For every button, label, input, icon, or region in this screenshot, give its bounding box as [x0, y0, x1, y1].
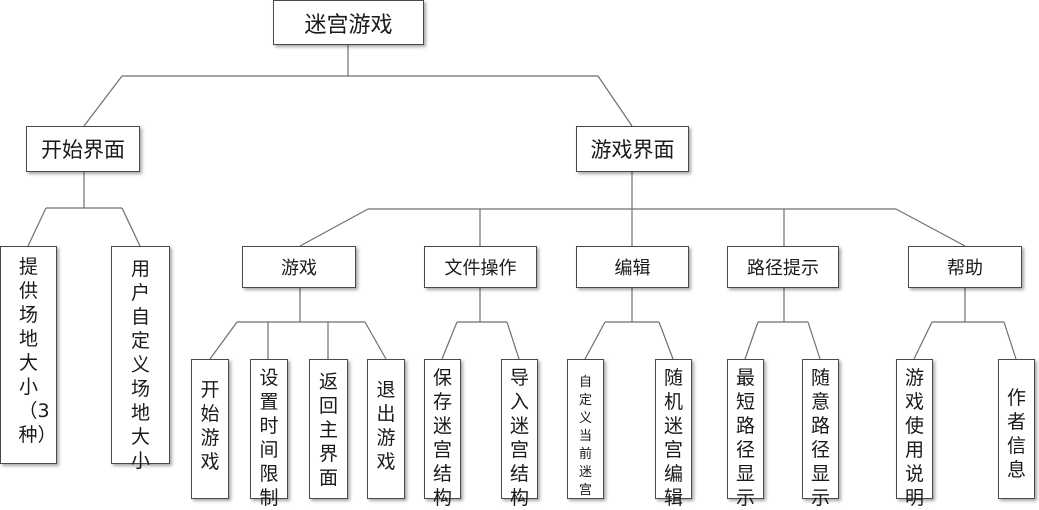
- start-screen-node: 开始界面: [26, 126, 140, 172]
- leaf-time-limit-label: 设置时间限制: [259, 367, 279, 509]
- leaf-any-path: 随意路径显示: [802, 359, 839, 509]
- game-screen-label: 游戏界面: [590, 138, 675, 162]
- leaf-start-game: 开始游戏: [191, 359, 229, 499]
- menu-edit-node: 编辑: [576, 246, 689, 288]
- leaf-exit-game: 退出游戏: [367, 359, 405, 499]
- leaf-random-edit: 随机迷宫编辑: [655, 359, 692, 509]
- connector-to-game-screen: [597, 75, 633, 127]
- menu-game-label: 游戏: [281, 258, 317, 279]
- connector-edit-menu-c2: [658, 321, 674, 360]
- menu-help-node: 帮助: [908, 246, 1022, 288]
- connector-help-menu-c1: [913, 321, 933, 360]
- connector-file-menu-c1: [441, 321, 458, 360]
- game-screen-node: 游戏界面: [576, 126, 689, 172]
- connector-to-menu-help: [895, 208, 966, 247]
- leaf-return-main: 返回主界面: [309, 359, 348, 499]
- leaf-shortest-path: 最短路径显示: [727, 359, 764, 509]
- leaf-custom-maze: 自定义当前迷宫: [567, 359, 604, 499]
- start-leaf-custom-size-label: 用户自定义场地大小: [130, 258, 150, 472]
- connector-path-menu-c2: [807, 321, 821, 360]
- menu-path-label: 路径提示: [747, 258, 819, 279]
- connector-edit-menu-c1: [584, 321, 606, 360]
- leaf-exit-game-label: 退出游戏: [376, 379, 396, 473]
- start-screen-label: 开始界面: [41, 138, 125, 162]
- connector-to-start-screen: [83, 75, 123, 127]
- connector-file-menu-c2: [506, 321, 520, 360]
- connector-start-right: [121, 207, 141, 247]
- leaf-save-maze: 保存迷宫结构: [424, 359, 461, 509]
- start-leaf-preset-size-label: 提供场地大小（3种）: [18, 256, 57, 446]
- leaf-shortest-path-label: 最短路径显示: [735, 367, 755, 509]
- menu-path-node: 路径提示: [727, 246, 839, 288]
- connector-path-menu-c1: [744, 321, 759, 360]
- menu-help-label: 帮助: [947, 258, 983, 279]
- leaf-author-info-label: 作者信息: [1006, 387, 1026, 481]
- leaf-time-limit: 设置时间限制: [250, 359, 288, 509]
- leaf-usage-guide-label: 游戏使用说明: [904, 367, 924, 509]
- leaf-author-info: 作者信息: [998, 359, 1035, 499]
- leaf-usage-guide: 游戏使用说明: [896, 359, 933, 509]
- root-node: 迷宫游戏: [273, 0, 424, 45]
- menu-file-node: 文件操作: [424, 246, 537, 288]
- start-leaf-custom-size: 用户自定义场地大小: [111, 246, 170, 472]
- connector-game-menu-c1: [209, 321, 238, 360]
- menu-file-label: 文件操作: [444, 258, 517, 279]
- menu-edit-label: 编辑: [614, 258, 651, 279]
- leaf-import-maze-label: 导入迷宫结构: [509, 367, 529, 509]
- leaf-return-main-label: 返回主界面: [318, 371, 338, 489]
- leaf-any-path-label: 随意路径显示: [810, 367, 830, 509]
- connector-help-menu-c2: [1003, 321, 1017, 360]
- leaf-start-game-label: 开始游戏: [200, 379, 220, 473]
- connector-game-menu-c4: [364, 321, 387, 360]
- connector-to-menu-game: [299, 208, 369, 247]
- leaf-random-edit-label: 随机迷宫编辑: [663, 367, 683, 509]
- leaf-save-maze-label: 保存迷宫结构: [432, 367, 452, 509]
- leaf-custom-maze-label: 自定义当前迷宫: [578, 375, 592, 498]
- connector-start-left: [27, 207, 47, 247]
- root-label: 迷宫游戏: [304, 12, 393, 38]
- start-leaf-preset-size: 提供场地大小（3种）: [0, 246, 57, 464]
- menu-game-node: 游戏: [242, 246, 356, 288]
- leaf-import-maze: 导入迷宫结构: [501, 359, 538, 509]
